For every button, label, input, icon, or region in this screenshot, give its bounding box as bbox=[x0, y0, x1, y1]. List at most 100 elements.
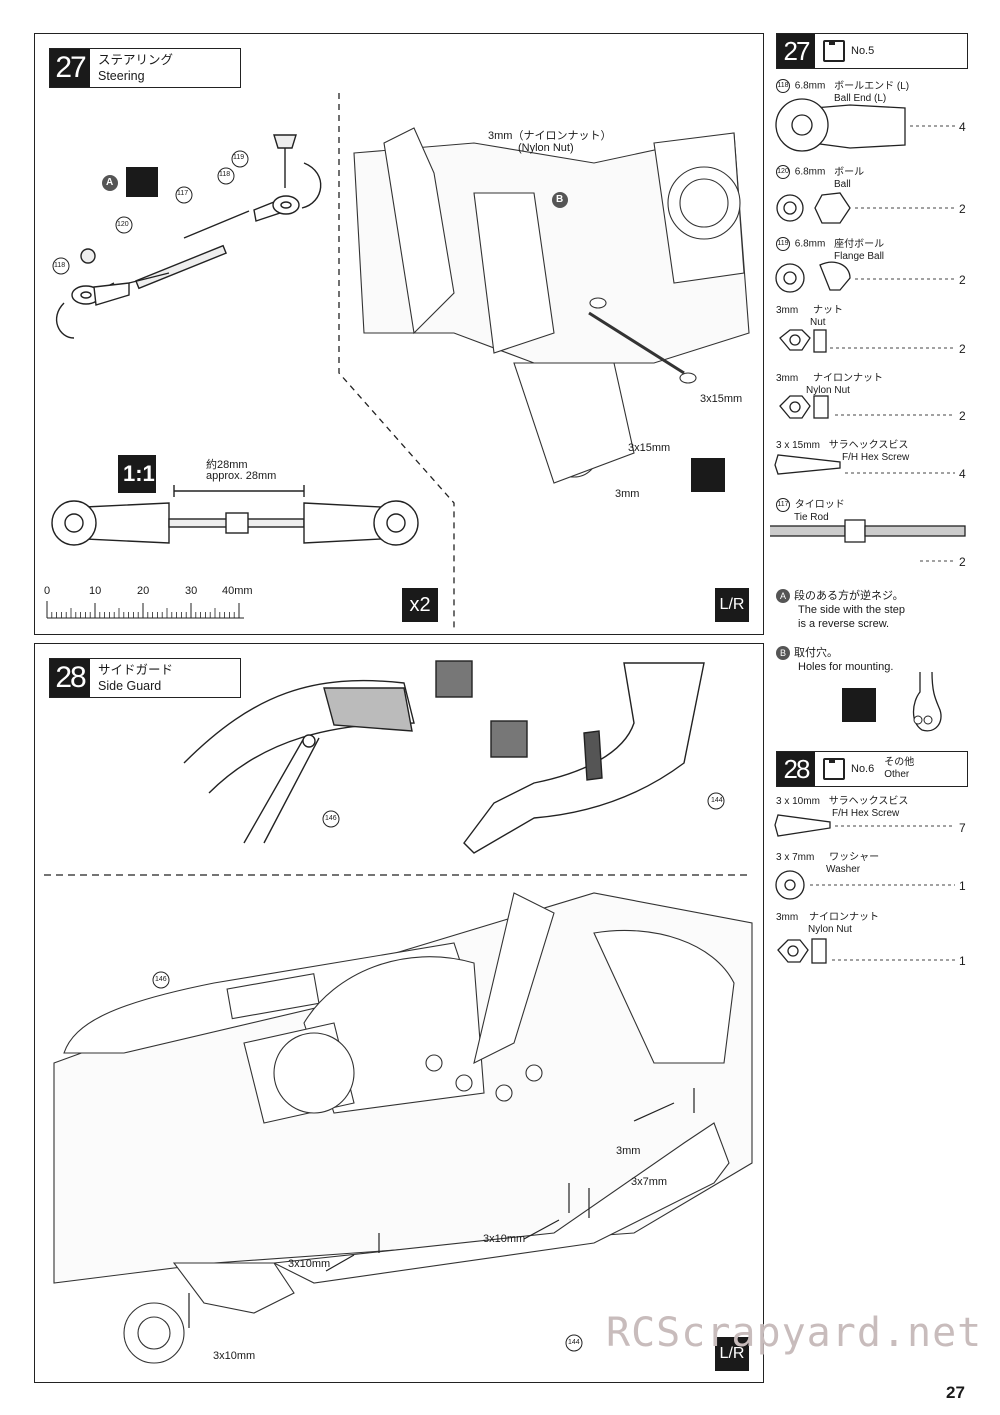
part-name-jp: ワッシャー bbox=[829, 852, 880, 863]
bag28-label-jp: その他 bbox=[884, 757, 915, 768]
step27-nylon-nut-label-jp: 3mm（ナイロンナット） bbox=[488, 130, 612, 142]
step28-number: 28 bbox=[50, 659, 90, 697]
part-name-en: Washer bbox=[826, 864, 861, 875]
note-b-jp: 取付穴。 bbox=[794, 647, 838, 659]
note-b: B 取付穴。 Holes for mounting. bbox=[776, 646, 893, 674]
part-size: 3mm bbox=[776, 373, 799, 384]
part-118-callout: 118 bbox=[219, 171, 231, 178]
part-name-jp: ナイロンナット bbox=[813, 373, 884, 384]
bag27-parts-drawings bbox=[770, 98, 966, 562]
step28-header: 28 サイドガード Side Guard bbox=[49, 658, 241, 698]
ruler-label-10: 10 bbox=[89, 585, 102, 597]
part-name-en: F/H Hex Screw bbox=[832, 808, 900, 819]
tie-rod-length-jp: 約28mm bbox=[206, 459, 248, 471]
part-size: 3 x 15mm bbox=[776, 440, 820, 451]
part-name-jp: ボールエンド (L) bbox=[834, 80, 910, 92]
part-name-jp: サラヘックスビス bbox=[828, 796, 909, 807]
parts-item: 118 6.8mm ボールエンド (L) Ball End (L) bbox=[776, 79, 972, 105]
parts-item: 120 6.8mm ボール Ball bbox=[776, 165, 972, 191]
note-b-en: Holes for mounting. bbox=[798, 661, 894, 673]
bag27-label: No.5 bbox=[851, 45, 875, 57]
part-name-en: Ball bbox=[834, 179, 851, 190]
tie-rod-length-en: approx. 28mm bbox=[206, 470, 277, 482]
part-qty: 4 bbox=[959, 467, 966, 481]
part-144-callout-top: 144 bbox=[711, 797, 723, 804]
step27-nylon-nut-label-en: (Nylon Nut) bbox=[518, 142, 574, 154]
step28-screw-label-3: 3x10mm bbox=[213, 1350, 256, 1362]
watermark: RCScrapyard.net bbox=[606, 1310, 983, 1356]
part-120-callout: 120 bbox=[117, 221, 129, 228]
step28-drawing bbox=[44, 660, 753, 1364]
part-name-jp: サラヘックスビス bbox=[828, 440, 909, 451]
step27-number: 27 bbox=[50, 49, 90, 87]
note-b-badge: B bbox=[776, 646, 790, 660]
part-qty: 7 bbox=[959, 821, 966, 835]
part-name-en: Flange Ball bbox=[834, 251, 885, 262]
parts-item: 3 x 15mm サラヘックスビス F/H Hex Screw bbox=[776, 440, 972, 464]
parts-item: 3 x 7mm ワッシャー Washer bbox=[776, 852, 972, 876]
part-size: 6.8mm bbox=[794, 238, 826, 250]
note-a-en-1: The side with the step bbox=[798, 604, 906, 616]
step28-left-right-badge: L/R bbox=[715, 1337, 749, 1371]
step27-marker-a: A bbox=[106, 177, 114, 188]
step27-marker-b: B bbox=[556, 194, 564, 205]
quantity-x2-badge: x2 bbox=[402, 588, 438, 622]
parts-item: 117 タイロッド Tie Rod bbox=[776, 498, 972, 524]
step27-nut-label: 3mm bbox=[615, 488, 640, 500]
parts-item: 3 x 10mm サラヘックスビス F/H Hex Screw bbox=[776, 796, 972, 820]
part-name-jp: ナット bbox=[813, 305, 844, 316]
part-118b-callout: 118 bbox=[54, 262, 66, 269]
step27-left-right-badge: L/R bbox=[715, 588, 749, 622]
ruler-label-40: 40mm bbox=[222, 585, 253, 597]
part-name-jp: ナイロンナット bbox=[809, 912, 880, 923]
step27-screw-label-2: 3x15mm bbox=[628, 442, 671, 454]
part-qty: 2 bbox=[959, 202, 966, 216]
part-name-jp: ボール bbox=[834, 166, 865, 178]
part-qty: 2 bbox=[959, 555, 966, 569]
step27-header: 27 ステアリング Steering bbox=[49, 48, 241, 88]
part-name-jp: タイロッド bbox=[794, 499, 845, 511]
part-name-en: Nylon Nut bbox=[806, 385, 850, 396]
bag27-number: 27 bbox=[777, 34, 815, 68]
step28-title-jp: サイドガード bbox=[98, 663, 174, 677]
mounting-holes-diagram bbox=[842, 672, 942, 732]
step27-title-jp: ステアリング bbox=[98, 53, 174, 67]
step27-screw-label-1: 3x15mm bbox=[700, 393, 743, 405]
part-name-jp: 座付ボール bbox=[834, 238, 885, 250]
part-117-callout: 117 bbox=[177, 190, 189, 197]
page-number: 27 bbox=[946, 1383, 965, 1402]
ruler-label-0: 0 bbox=[44, 585, 51, 597]
part-name-en: Nylon Nut bbox=[808, 924, 852, 935]
part-qty: 2 bbox=[959, 273, 966, 287]
part-qty: 2 bbox=[959, 342, 966, 356]
part-qty: 2 bbox=[959, 409, 966, 423]
part-name-en: F/H Hex Screw bbox=[842, 452, 910, 463]
parts-item: 119 6.8mm 座付ボール Flange Ball bbox=[776, 237, 972, 263]
part-name-en: Nut bbox=[810, 317, 826, 328]
bag28-number: 28 bbox=[777, 752, 815, 786]
step28-title-en: Side Guard bbox=[98, 679, 162, 693]
part-146-callout-top: 146 bbox=[325, 815, 337, 822]
note-a-jp: 段のある方が逆ネジ。 bbox=[794, 590, 904, 602]
part-119-callout: 119 bbox=[233, 154, 245, 161]
step28-screw-label-1: 3x10mm bbox=[483, 1233, 526, 1245]
step27-title-en: Steering bbox=[98, 69, 145, 83]
part-146-callout-main: 146 bbox=[155, 976, 167, 983]
part-name-en: Ball End (L) bbox=[834, 93, 887, 104]
part-name-en: Tie Rod bbox=[794, 512, 829, 523]
parts-bag-icon bbox=[823, 758, 845, 780]
part-size: 3 x 10mm bbox=[776, 796, 820, 807]
scale-1-1-badge: 1:1 bbox=[123, 461, 155, 486]
part-qty: 4 bbox=[959, 120, 966, 134]
bag28-header: 28 No.6 その他 Other bbox=[776, 751, 968, 787]
parts-item: 3mm ナイロンナット Nylon Nut bbox=[776, 373, 972, 397]
parts-bag-icon bbox=[823, 40, 845, 62]
part-size: 3mm bbox=[776, 912, 799, 923]
step28-washer-label: 3x7mm bbox=[631, 1176, 668, 1188]
part-size: 6.8mm bbox=[794, 166, 826, 178]
note-a-en-2: is a reverse screw. bbox=[798, 618, 890, 630]
bag28-label-en: Other bbox=[884, 769, 910, 780]
note-a-badge: A bbox=[776, 589, 790, 603]
ruler-label-30: 30 bbox=[185, 585, 198, 597]
part-144-callout-main: 144 bbox=[568, 1339, 580, 1346]
